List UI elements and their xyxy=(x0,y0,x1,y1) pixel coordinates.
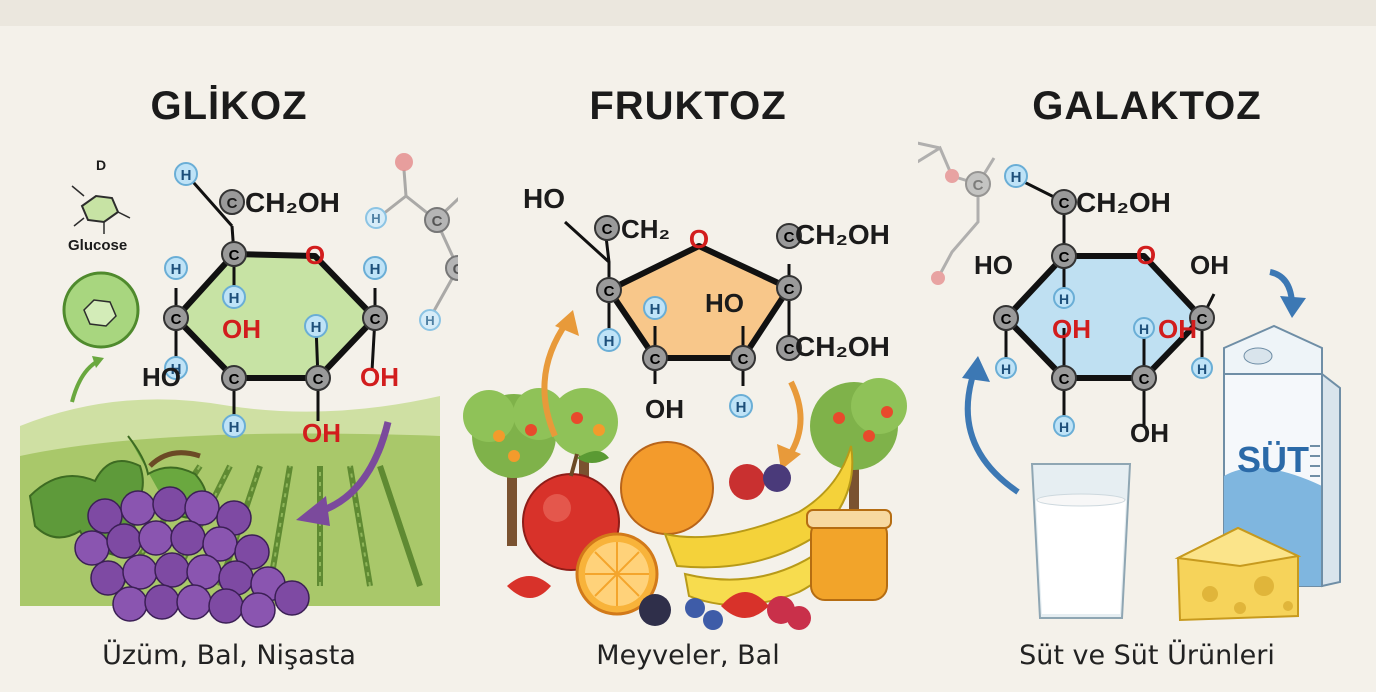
svg-text:H: H xyxy=(736,399,747,416)
svg-text:C: C xyxy=(370,311,381,328)
svg-text:C: C xyxy=(227,195,238,212)
svg-text:OH: OH xyxy=(1190,250,1229,280)
svg-text:C: C xyxy=(453,261,458,278)
glucose-illustration: D Glucose C CH₂OH C C C C C O H H H xyxy=(20,153,458,628)
fruit-trees xyxy=(463,378,907,546)
svg-text:CH₂OH: CH₂OH xyxy=(1076,187,1171,218)
inset-glucose-label: Glucose xyxy=(68,237,127,254)
svg-text:OH: OH xyxy=(645,394,684,424)
svg-text:CH₂OH: CH₂OH xyxy=(795,331,890,362)
svg-text:C: C xyxy=(432,213,443,230)
svg-text:H: H xyxy=(425,313,434,328)
svg-text:H: H xyxy=(171,361,182,378)
glucose-panel: GLİKOZ D Glucose xyxy=(0,26,458,692)
svg-text:H: H xyxy=(650,301,661,318)
svg-text:CH₂: CH₂ xyxy=(621,214,670,244)
svg-text:OH: OH xyxy=(1052,314,1091,344)
svg-text:HO: HO xyxy=(523,183,565,214)
svg-text:H: H xyxy=(311,319,322,336)
svg-text:C: C xyxy=(171,311,182,328)
fruit-pile xyxy=(507,441,892,630)
svg-text:C: C xyxy=(973,177,984,194)
svg-text:OH: OH xyxy=(1130,418,1169,448)
grape-bunch xyxy=(74,450,310,628)
svg-text:H: H xyxy=(229,419,240,436)
svg-text:H: H xyxy=(171,261,182,278)
svg-text:C: C xyxy=(1059,195,1070,212)
carton-label: SÜT xyxy=(1237,439,1309,480)
svg-text:C: C xyxy=(1001,311,1012,328)
svg-text:OH: OH xyxy=(302,418,341,448)
svg-text:OH: OH xyxy=(1158,314,1197,344)
svg-text:H: H xyxy=(1001,361,1011,377)
svg-text:H: H xyxy=(604,333,615,350)
glucose-caption: Üzüm, Bal, Nişasta xyxy=(102,640,356,671)
fructose-title: FRUKTOZ xyxy=(589,84,787,128)
top-band xyxy=(0,0,1376,26)
svg-text:O: O xyxy=(305,240,325,270)
glucose-atoms: C CH₂OH C C C C C O H H H H H H H OH HO … xyxy=(142,153,458,448)
galactose-arrow-left xyxy=(964,371,1020,495)
glucose-inset: D Glucose xyxy=(62,157,140,403)
fructose-arrow-right xyxy=(786,380,804,458)
fructose-arrow-left xyxy=(541,320,570,438)
fructose-ho-label: HO xyxy=(705,288,744,318)
svg-text:H: H xyxy=(1139,321,1149,337)
milk-glass xyxy=(1030,463,1132,619)
glucose-arrow xyxy=(316,421,392,516)
inset-d-label: D xyxy=(96,157,106,173)
cheese xyxy=(1174,526,1302,622)
glucose-title: GLİKOZ xyxy=(150,84,308,128)
svg-text:OH: OH xyxy=(360,362,399,392)
galactose-title: GALAKTOZ xyxy=(1032,84,1262,128)
svg-text:C: C xyxy=(784,341,795,358)
svg-text:C: C xyxy=(1059,249,1070,266)
svg-text:H: H xyxy=(1059,419,1069,435)
fructose-illustration: HO C CH₂ O C C C CH₂OH C CH₂OH C C H H H… xyxy=(463,183,907,630)
svg-text:C: C xyxy=(650,351,661,368)
galactose-caption: Süt ve Süt Ürünleri xyxy=(1019,640,1275,671)
fructose-caption: Meyveler, Bal xyxy=(596,640,780,671)
svg-text:O: O xyxy=(689,224,709,254)
svg-text:C: C xyxy=(229,247,240,264)
svg-text:H: H xyxy=(181,167,192,184)
fructose-panel: FRUKTOZ HO C CH₂ O C C C CH₂OH xyxy=(459,26,917,692)
svg-text:H: H xyxy=(1011,169,1022,186)
svg-text:H: H xyxy=(1059,291,1069,307)
galactose-illustration: H C H C CH₂OH C HO O OH H C C OH H OH H … xyxy=(918,141,1341,622)
galactose-floating-chain: H C xyxy=(918,141,996,285)
galactose-atoms: H C CH₂OH C HO O OH H C C OH H OH H H C … xyxy=(974,164,1229,448)
svg-text:C: C xyxy=(784,229,795,246)
svg-text:C: C xyxy=(604,283,615,300)
glucose-ch2oh-label: CH₂OH xyxy=(245,187,340,218)
svg-text:O: O xyxy=(1136,240,1156,270)
svg-text:C: C xyxy=(1059,371,1070,388)
fructose-atoms: HO C CH₂ O C C C CH₂OH C CH₂OH C C H H H… xyxy=(523,183,890,424)
svg-text:C: C xyxy=(738,351,749,368)
svg-text:C: C xyxy=(1139,371,1150,388)
svg-text:H: H xyxy=(229,290,240,307)
glucose-ring xyxy=(173,173,378,424)
svg-text:H: H xyxy=(1197,361,1207,377)
svg-text:HO: HO xyxy=(142,362,181,392)
svg-text:H: H xyxy=(371,211,380,226)
svg-text:C: C xyxy=(784,281,795,298)
svg-text:CH₂OH: CH₂OH xyxy=(795,219,890,250)
fructose-ring xyxy=(563,220,792,386)
svg-text:HO: HO xyxy=(974,250,1013,280)
galactose-panel: GALAKTOZ H C H C CH₂OH C HO O OH H C xyxy=(918,26,1376,692)
svg-text:C: C xyxy=(602,221,613,238)
svg-text:OH: OH xyxy=(222,314,261,344)
svg-text:H: H xyxy=(370,261,381,278)
svg-text:C: C xyxy=(313,371,324,388)
svg-text:C: C xyxy=(1197,311,1208,328)
svg-text:C: C xyxy=(229,371,240,388)
